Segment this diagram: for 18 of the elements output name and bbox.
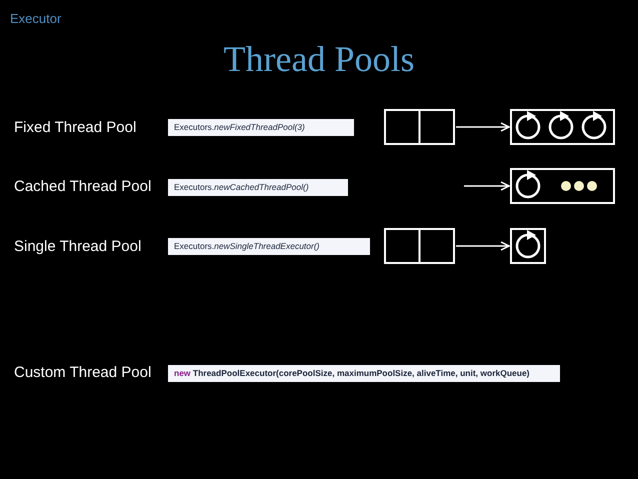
queue-box [384,109,455,145]
pool-box [510,109,615,145]
pool-box [510,228,546,264]
row-label: Single Thread Pool [14,238,142,255]
row-label: Fixed Thread Pool [14,119,136,136]
pool-box [510,168,615,204]
arrow [456,241,510,251]
code-snippet: Executors.newSingleThreadExecutor() [168,238,370,255]
queue-box [384,228,455,264]
slide-title: Thread Pools [222,38,416,80]
code-snippet: Executors.newCachedThreadPool() [168,179,348,196]
arrow [456,122,510,132]
breadcrumb-text: Executor [10,11,62,26]
code-snippet: new ThreadPoolExecutor(corePoolSize, maximumPoolSize, aliveTime, unit, workQueue) [168,365,560,382]
arrow [464,181,510,191]
row-label: Cached Thread Pool [14,178,152,195]
code-snippet: Executors.newFixedThreadPool(3) [168,119,354,136]
row-label: Custom Thread Pool [14,364,152,381]
